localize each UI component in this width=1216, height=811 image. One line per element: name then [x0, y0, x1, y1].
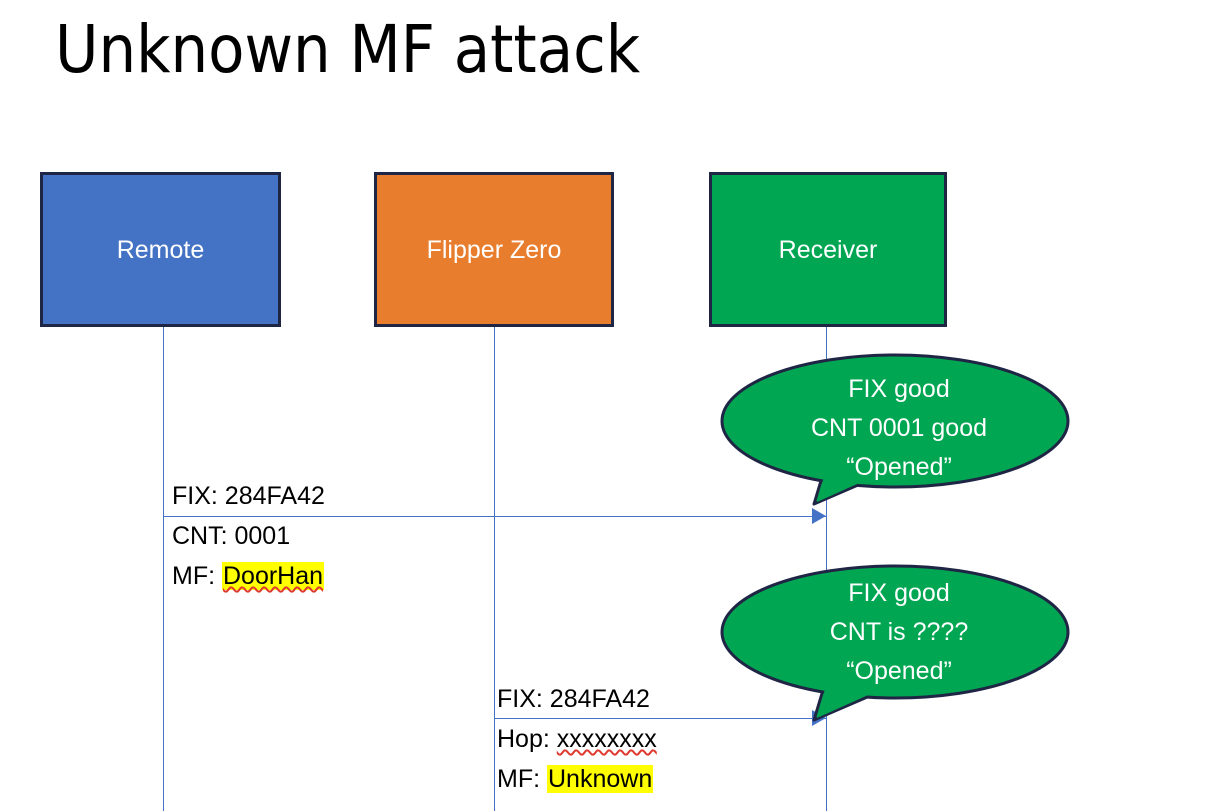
message-label-2: FIX: 284FA42 Hop: xxxxxxxx MF: Unknown [497, 679, 657, 799]
message-arrow-line-2 [494, 718, 826, 719]
message-1-line-3-prefix: MF: [172, 562, 222, 590]
actor-label-flipper-zero: Flipper Zero [426, 235, 562, 264]
lifeline-remote [163, 327, 164, 811]
message-2-line-1: FIX: 284FA42 [497, 679, 657, 719]
actor-box-receiver[interactable]: Receiver [709, 172, 947, 327]
message-2-line-3: MF: Unknown [497, 759, 657, 799]
message-1-line-3-value: DoorHan [222, 562, 325, 590]
message-label-1: FIX: 284FA42 CNT: 0001 MF: DoorHan [172, 476, 325, 596]
actor-label-remote: Remote [116, 235, 205, 264]
page-title: Unknown MF attack [55, 11, 641, 88]
message-1-line-1: FIX: 284FA42 [172, 476, 325, 516]
message-1-line-2-value: 0001 [234, 522, 291, 550]
arrowhead-icon-1 [812, 508, 826, 524]
message-2-line-2-value: xxxxxxxx [556, 725, 657, 753]
message-2-line-3-value: Unknown [547, 765, 654, 793]
lifeline-flipper-zero [494, 327, 495, 811]
message-1-line-1-prefix: FIX: [172, 482, 225, 510]
callout-bubble-1[interactable]: FIX good CNT 0001 good “Opened” [718, 352, 1080, 530]
message-2-line-2: Hop: xxxxxxxx [497, 719, 657, 759]
actor-box-remote[interactable]: Remote [40, 172, 281, 327]
callout-shape-2 [720, 564, 1070, 722]
callout-shape-1 [720, 353, 1070, 506]
message-2-line-2-prefix: Hop: [497, 725, 557, 753]
message-1-line-2: CNT: 0001 [172, 516, 325, 556]
message-1-line-1-value: 284FA42 [224, 482, 325, 510]
lifeline-receiver [826, 327, 827, 811]
callout-bubble-2[interactable]: FIX good CNT is ???? “Opened” [718, 554, 1080, 734]
message-1-line-3: MF: DoorHan [172, 556, 325, 596]
message-2-line-3-prefix: MF: [497, 765, 547, 793]
message-1-line-2-prefix: CNT: [172, 522, 235, 550]
message-2-line-1-value: 284FA42 [549, 685, 650, 713]
actor-box-flipper-zero[interactable]: Flipper Zero [374, 172, 614, 327]
actor-label-receiver: Receiver [778, 235, 878, 264]
message-arrow-line-1 [163, 516, 826, 517]
message-2-line-1-prefix: FIX: [497, 685, 550, 713]
